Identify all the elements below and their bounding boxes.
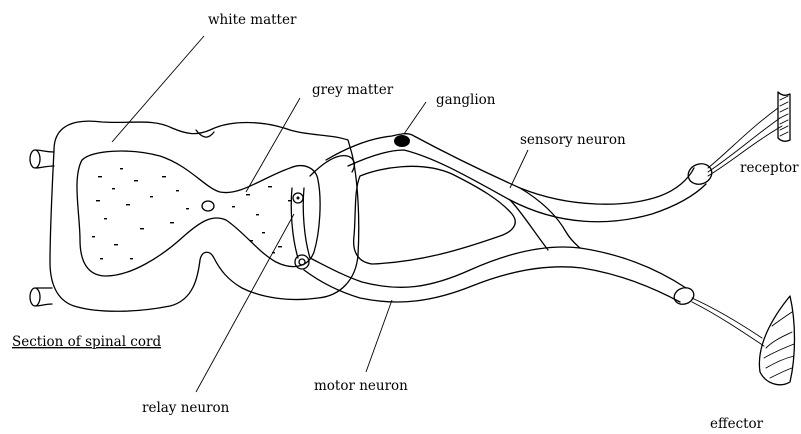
inner-loop bbox=[354, 166, 516, 264]
label-sensory-neuron: sensory neuron bbox=[520, 132, 626, 148]
central-canal bbox=[202, 201, 214, 211]
upper-left-root-end bbox=[30, 150, 40, 168]
relay-neuron-body bbox=[291, 188, 310, 258]
white-matter-outline bbox=[50, 121, 359, 311]
ventral-root-upper bbox=[310, 247, 686, 288]
sensory-neuron-leader bbox=[510, 150, 528, 188]
receptor bbox=[778, 92, 790, 141]
relay-neuron-leader bbox=[196, 214, 294, 392]
motor-neuron-leader bbox=[366, 300, 392, 372]
dorsal-root-upper bbox=[326, 134, 694, 204]
label-ganglion: ganglion bbox=[436, 92, 496, 108]
sensory-pathway bbox=[310, 108, 782, 222]
label-motor-neuron: motor neuron bbox=[314, 378, 408, 394]
label-white-matter: white matter bbox=[208, 12, 297, 28]
label-relay-neuron: relay neuron bbox=[142, 400, 230, 416]
receptor-hatching bbox=[780, 96, 788, 136]
dorsal-groove bbox=[196, 130, 214, 137]
grey-matter-speckles bbox=[92, 168, 291, 259]
ganglion-leader bbox=[404, 102, 426, 134]
motor-neuron-nucleus bbox=[299, 259, 305, 265]
ganglion-body bbox=[394, 135, 410, 147]
effector-fibres bbox=[692, 298, 764, 346]
ventral-root-lower bbox=[304, 267, 680, 302]
lower-left-root-end bbox=[30, 288, 40, 306]
dorsal-root-lower bbox=[348, 150, 706, 222]
relay-neuron-nucleus-dot bbox=[297, 197, 300, 200]
effector-striations bbox=[764, 312, 794, 378]
white-matter-leader bbox=[112, 36, 204, 142]
grey-matter-leader bbox=[246, 98, 300, 192]
motor-pathway bbox=[291, 188, 764, 346]
label-grey-matter: grey matter bbox=[312, 82, 394, 98]
effector bbox=[759, 296, 794, 385]
label-section-of-spinal-cord: Section of spinal cord bbox=[12, 334, 161, 350]
label-effector: effector bbox=[710, 416, 764, 432]
effector-muscle bbox=[759, 296, 794, 385]
label-receptor: receptor bbox=[740, 160, 799, 176]
grey-matter-outline bbox=[77, 151, 320, 276]
grey-matter bbox=[77, 151, 320, 276]
effector-nerve-end bbox=[672, 285, 696, 307]
